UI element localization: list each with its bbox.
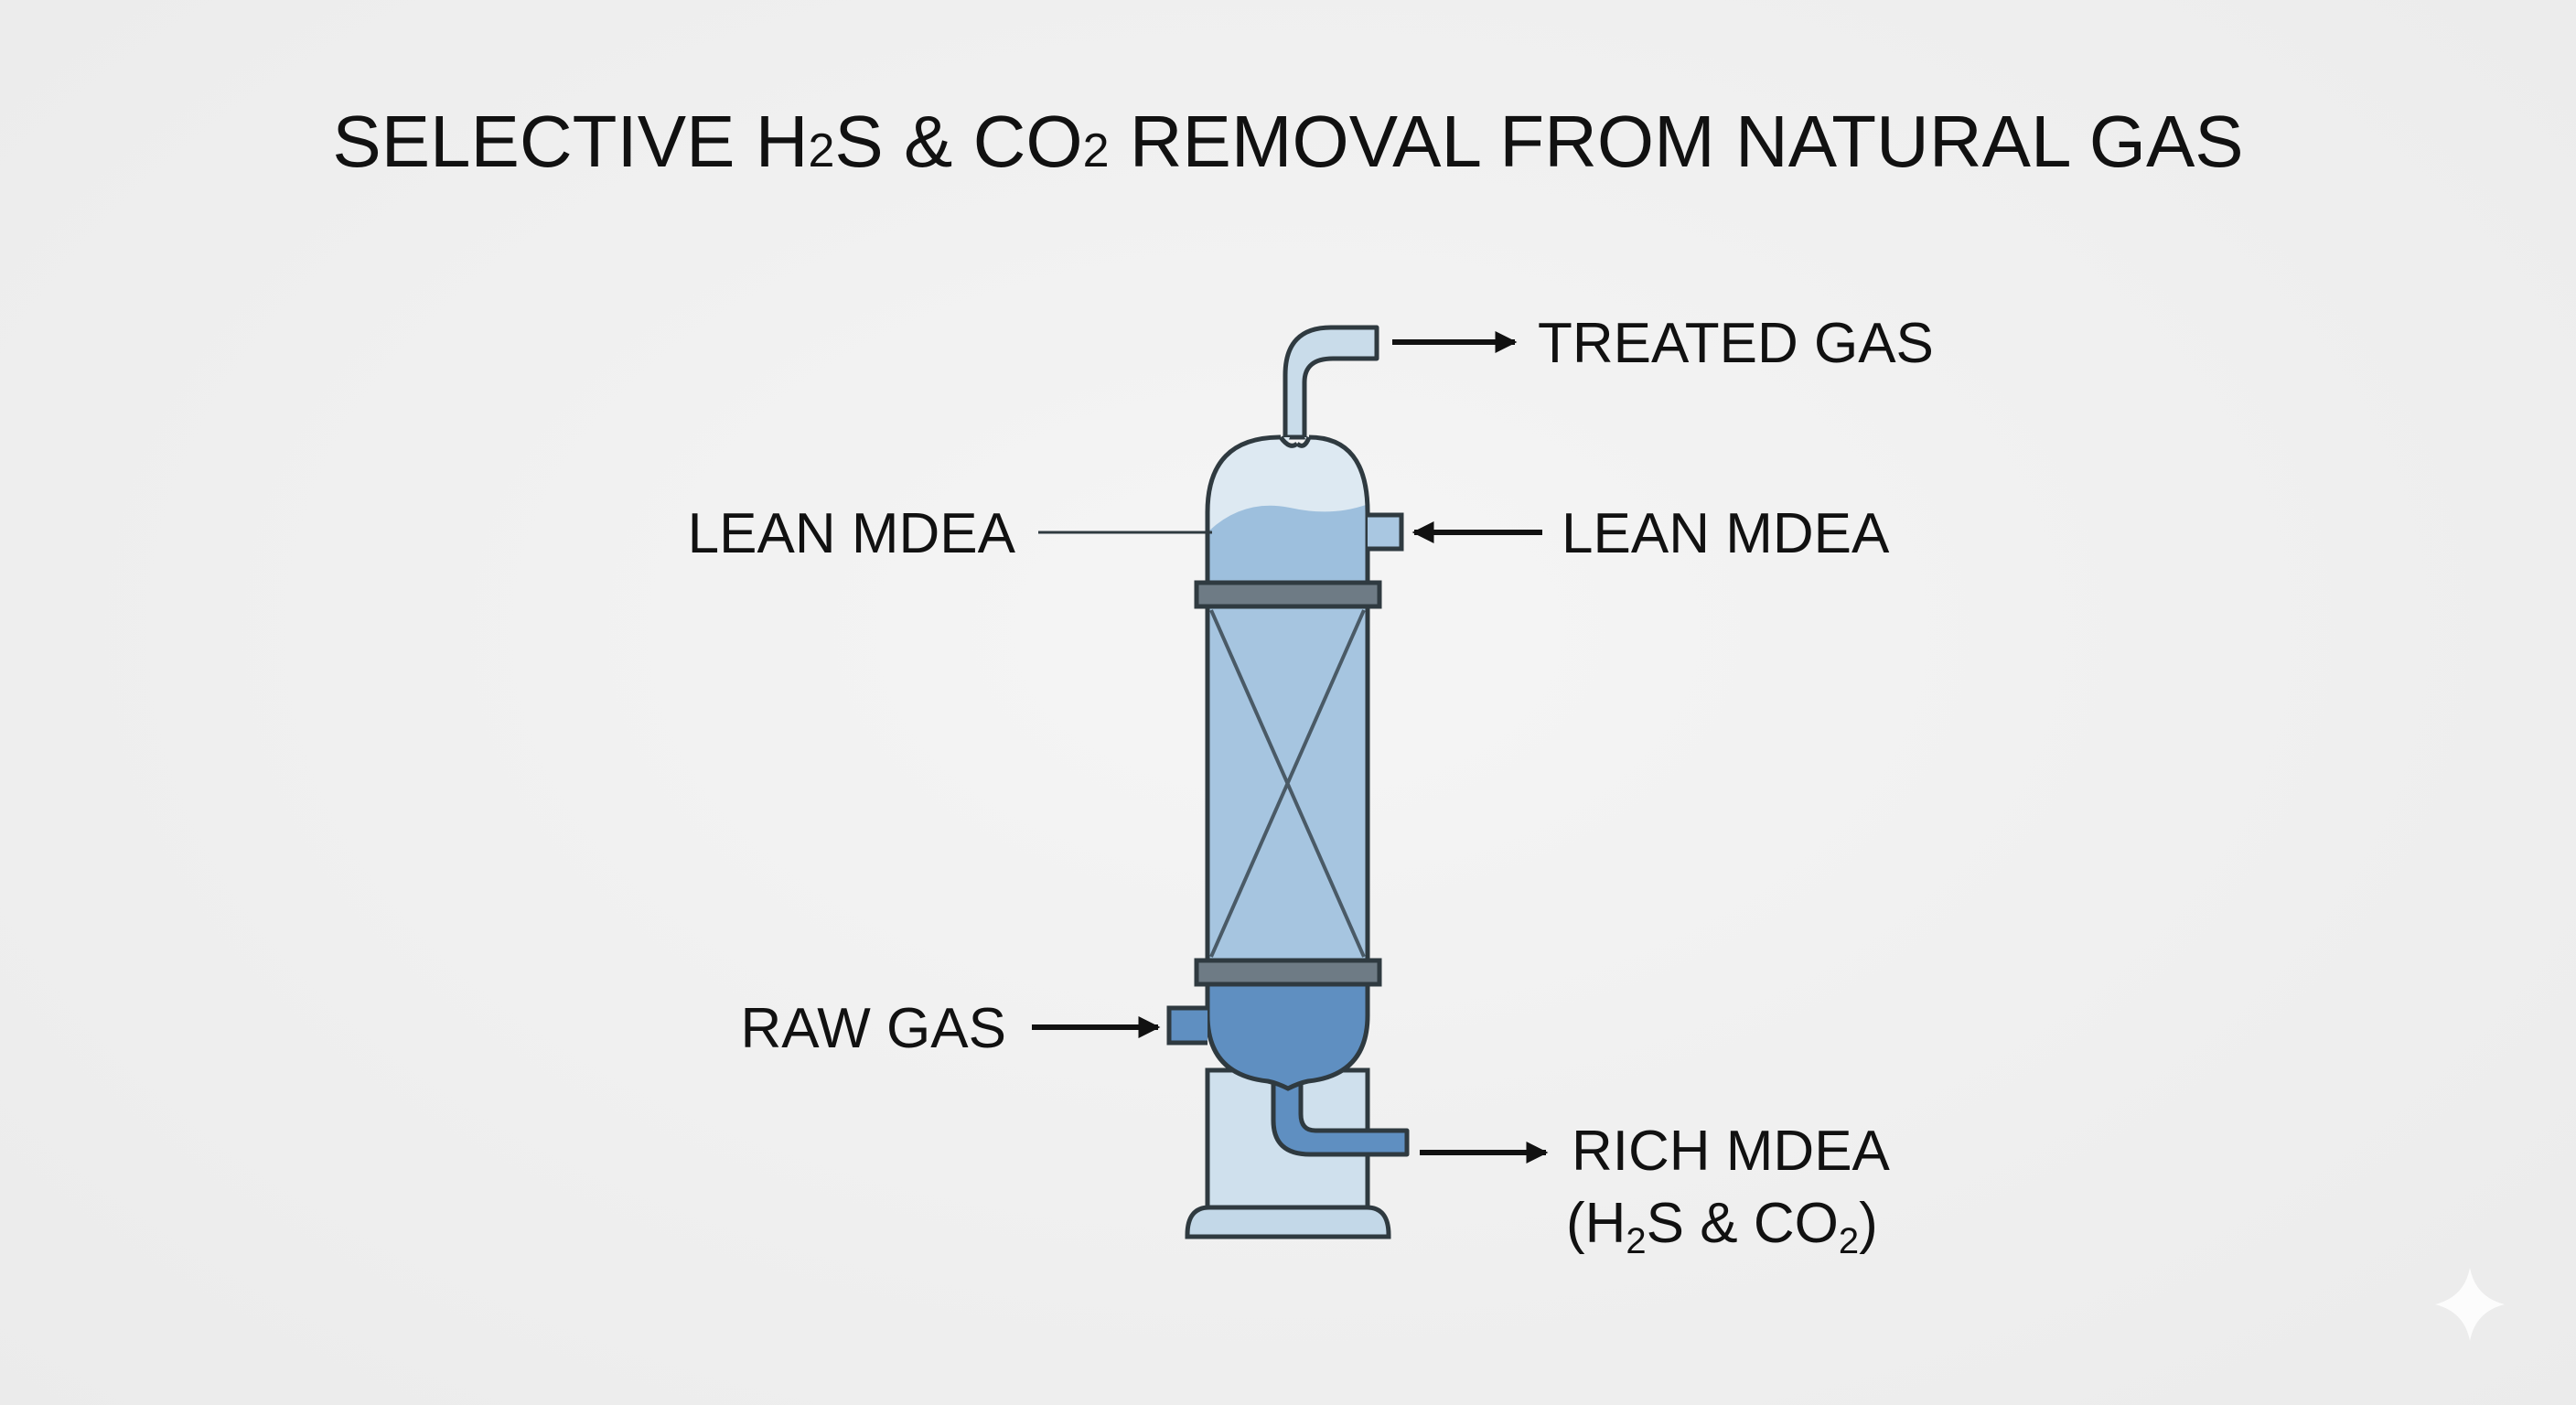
- sparkle-icon: [2435, 1268, 2505, 1341]
- column-bottom-head: [1205, 981, 1370, 1091]
- lower-flange: [1194, 958, 1382, 987]
- rich-mdea-outlet-pipe: [1271, 1058, 1410, 1157]
- packed-section: [1205, 604, 1370, 963]
- raw-gas-label: RAW GAS: [740, 997, 1006, 1060]
- lean-mdea-liquid-level: [1209, 505, 1366, 583]
- column-base-plate: [1185, 1205, 1391, 1239]
- page-title: SELECTIVE H2S & CO2 REMOVAL FROM NATURAL…: [332, 101, 2243, 182]
- lean-mdea-inlet-label: LEAN MDEA: [1562, 502, 1890, 565]
- rich-mdea-composition-label: (H2S & CO2): [1566, 1192, 1878, 1261]
- raw-gas-inlet-nozzle: [1166, 1005, 1208, 1046]
- upper-flange: [1194, 580, 1382, 609]
- treated-gas-outlet-pipe: [1283, 325, 1379, 440]
- rich-mdea-label: RICH MDEA: [1572, 1120, 1891, 1183]
- column-top-head: [1205, 434, 1370, 583]
- treated-gas-label: TREATED GAS: [1538, 312, 1934, 375]
- lean-mdea-level-label: LEAN MDEA: [688, 502, 1016, 565]
- packing-cross-line: [1209, 609, 1366, 958]
- lean-mdea-inlet-nozzle: [1368, 512, 1404, 552]
